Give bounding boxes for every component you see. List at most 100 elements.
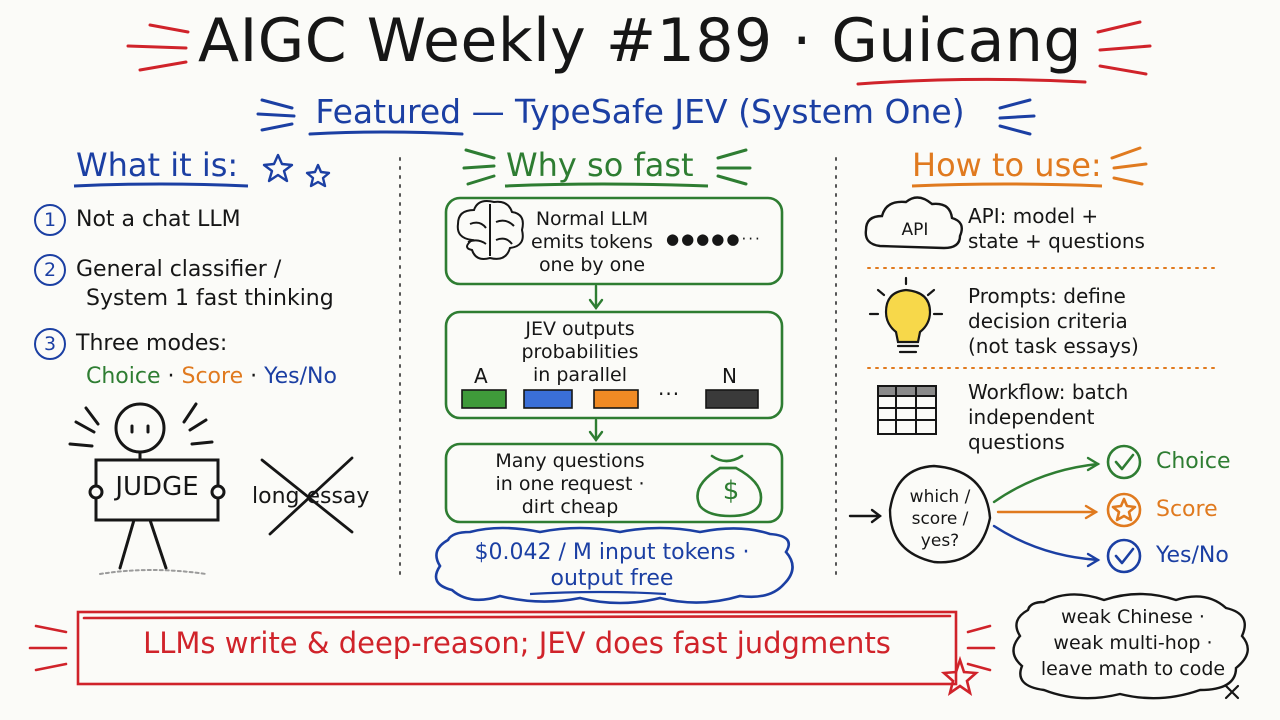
bar-label-last: N	[722, 364, 737, 388]
router-line: score /	[911, 509, 969, 529]
title-prefix: AIGC Weekly #189 ·	[198, 6, 832, 76]
step-line: (not task essays)	[968, 334, 1139, 358]
title-dashes-right	[1096, 20, 1152, 76]
brain-icon	[456, 200, 524, 260]
item-number: 3	[34, 328, 66, 360]
step-line: decision criteria	[968, 309, 1128, 333]
step-line: API: model +	[968, 204, 1099, 228]
item-number: 1	[34, 204, 66, 236]
mode-separator: ·	[243, 364, 265, 389]
bar-label-first: A	[474, 364, 488, 388]
caveat-line: weak multi-hop ·	[1053, 632, 1213, 654]
mode-separator: ·	[160, 364, 182, 389]
name-underline	[856, 77, 1087, 86]
item-text: General classifier /	[76, 257, 282, 282]
step-line: questions	[968, 430, 1065, 454]
item-text: Three modes:	[76, 331, 228, 356]
item-text: Not a chat LLM	[76, 207, 241, 232]
output-yes-no: Yes/No	[1156, 543, 1229, 568]
what-heading-underline	[73, 182, 249, 188]
router-node	[848, 464, 992, 564]
footer-banner-frame	[28, 610, 996, 697]
how-heading-underline	[911, 182, 1103, 188]
box-line: one by one	[538, 254, 646, 276]
judge-sign-label: JUDGE	[115, 472, 199, 502]
list-item: 2 General classifier /	[34, 254, 281, 286]
dollar-symbol: $	[722, 476, 740, 506]
star-icon	[262, 153, 331, 188]
step-api: API: model + state + questions	[968, 204, 1145, 254]
box-line: emits tokens	[531, 231, 653, 253]
modes-line: Choice · Score · Yes/No	[86, 362, 337, 391]
api-icon-label: API	[901, 220, 929, 240]
item-number: 2	[34, 254, 66, 286]
table-icon	[877, 385, 937, 435]
star-circle-icon	[1106, 492, 1142, 528]
flow-arrows	[588, 284, 604, 442]
cross-out-mark	[260, 456, 354, 536]
router-line: which /	[909, 487, 971, 507]
bar-ellipsis: ···	[658, 382, 681, 406]
step-line: Workflow: batch	[968, 380, 1129, 404]
close-mark-icon	[1224, 684, 1240, 700]
money-bag-icon	[696, 454, 763, 518]
how-dashes	[1110, 146, 1148, 186]
list-item: 1 Not a chat LLM	[34, 204, 241, 236]
featured-dashes	[256, 98, 1036, 136]
box-line: Normal LLM	[535, 208, 649, 230]
price-line: output free	[550, 566, 674, 591]
page-title: AIGC Weekly #189 · Guicang	[0, 6, 1280, 76]
mode-choice: Choice	[86, 364, 161, 389]
featured-product: — TypeSafe JEV (System One)	[461, 92, 965, 131]
check-circle-icon	[1106, 538, 1142, 574]
price-cloud	[434, 526, 794, 605]
caveat-cloud	[1012, 592, 1249, 700]
check-circle-icon	[1106, 444, 1142, 480]
why-so-fast-heading: Why so fast	[506, 146, 694, 184]
router-line: yes?	[920, 531, 960, 551]
box-line: JEV outputs	[525, 318, 635, 340]
mode-yes-no: Yes/No	[264, 364, 337, 389]
box-line: probabilities	[521, 341, 639, 363]
how-to-use-heading: How to use:	[912, 146, 1102, 184]
step-line: independent	[968, 405, 1095, 429]
list-item: 3 Three modes:	[34, 328, 227, 360]
step-prompts: Prompts: define decision criteria (not t…	[968, 284, 1139, 359]
price-line: $0.042 / M input tokens ·	[474, 540, 750, 565]
long-essay-label: long essay	[252, 484, 370, 509]
author-name: Guicang	[831, 6, 1082, 76]
box-line: in parallel	[532, 364, 628, 386]
output-choice: Choice	[1156, 449, 1231, 474]
step-workflow: Workflow: batch independent questions	[968, 380, 1128, 455]
why-dashes	[462, 148, 752, 186]
jev-outputs-text: JEV outputs probabilities in parallel	[500, 318, 660, 387]
box-line: dirt cheap	[521, 496, 619, 518]
router-arrows	[992, 456, 1101, 568]
item-text: System 1 fast thinking	[86, 286, 334, 311]
caveats-text: weak Chinese · weak multi-hop · leave ma…	[1030, 604, 1236, 682]
router-text: which / score / yes?	[894, 486, 986, 552]
price-underline	[529, 590, 667, 596]
footer-banner-text: LLMs write & deep-reason; JEV does fast …	[143, 626, 891, 660]
featured-line: Featured — TypeSafe JEV (System One)	[0, 92, 1280, 131]
api-cloud-icon	[864, 196, 963, 250]
step-line: Prompts: define	[968, 284, 1126, 308]
mode-score: Score	[181, 364, 244, 389]
featured-label: Featured	[315, 92, 462, 131]
caveat-line: weak Chinese ·	[1061, 606, 1205, 628]
why-heading-underline	[504, 182, 709, 188]
featured-underline	[308, 130, 464, 136]
caveat-line: leave math to code	[1040, 658, 1226, 680]
what-it-is-heading: What it is:	[76, 146, 239, 184]
lightbulb-icon	[868, 276, 944, 354]
normal-llm-text: Normal LLM emits tokens one by one	[522, 208, 662, 277]
probability-bars	[461, 389, 759, 409]
output-score: Score	[1156, 497, 1218, 522]
title-dashes-left	[126, 23, 190, 72]
stick-figure-judge	[68, 402, 226, 575]
step-line: state + questions	[968, 229, 1145, 253]
many-questions-text: Many questions in one request · dirt che…	[470, 450, 670, 519]
box-line: Many questions	[495, 450, 645, 472]
flow-boxes	[444, 196, 784, 524]
